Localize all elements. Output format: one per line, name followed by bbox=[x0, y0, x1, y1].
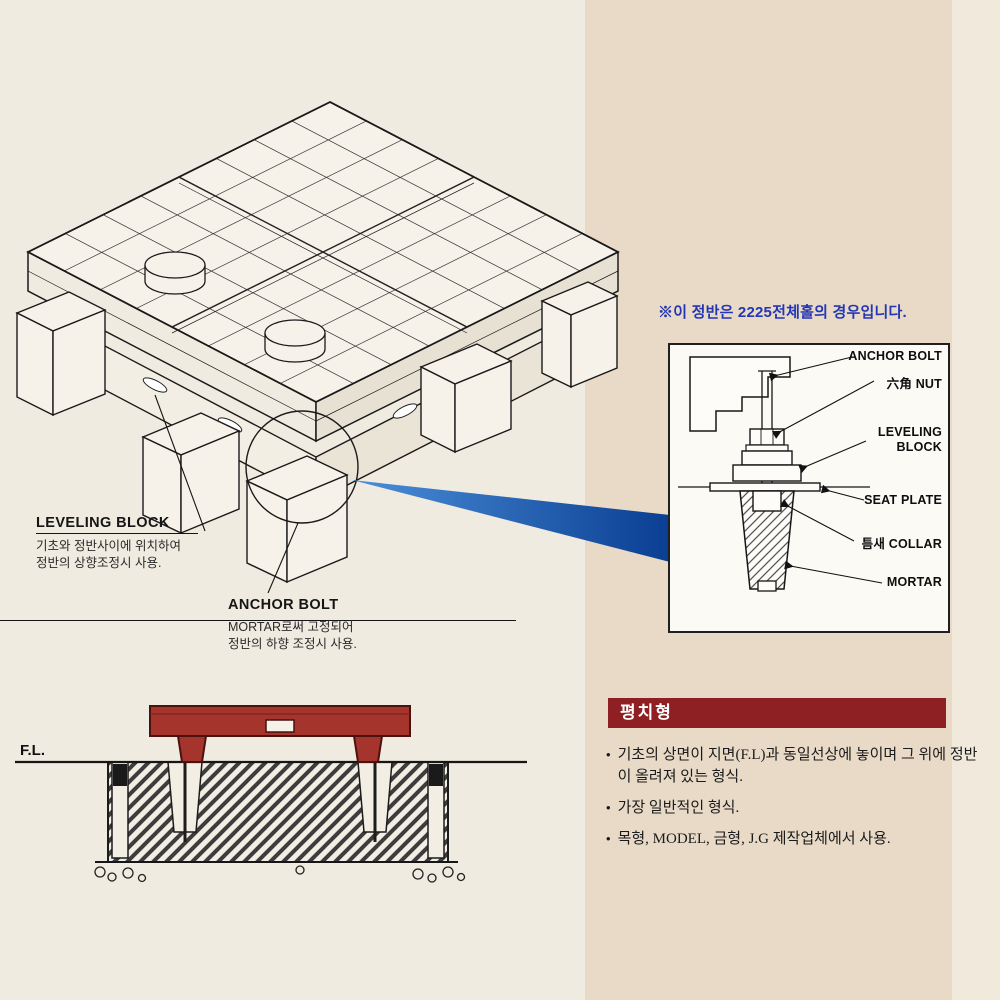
info-panel-header: 평치형 bbox=[608, 698, 946, 728]
leveling-block-desc-line2: 정반의 상향조정시 사용. bbox=[36, 556, 162, 570]
cross-section-drawing bbox=[678, 356, 883, 592]
grid-top-plate bbox=[26, 101, 620, 443]
leveling-block-callout: LEVELING BLOCK 기초와 정반사이에 위치하여 정반의 상향조정시 … bbox=[36, 514, 198, 572]
bullet-item: • 가장 일반적인 형식. bbox=[606, 797, 978, 819]
model-note: ※이 정반은 2225전체홀의 경우입니다. bbox=[658, 304, 907, 321]
detail-label-mortar: MORTAR bbox=[886, 575, 942, 589]
bullet-text: 가장 일반적인 형식. bbox=[617, 800, 740, 816]
leveling-block-desc-line1: 기초와 정반사이에 위치하여 bbox=[36, 539, 181, 553]
anchor-bolt-leader-line bbox=[267, 522, 299, 594]
page-edge-strip bbox=[952, 0, 1000, 1000]
round-boss bbox=[264, 319, 326, 363]
bullet-text: 기초의 상면이 지면(F.L)과 동일선상에 놓이며 그 위에 정반이 올려져 … bbox=[617, 747, 978, 785]
detail-label-collar: 틈새 COLLAR bbox=[861, 537, 942, 551]
anchor-bolt-desc-line2: 정반의 하향 조정시 사용. bbox=[228, 637, 357, 651]
horizontal-rule bbox=[0, 620, 516, 621]
detail-label-seat-plate: SEAT PLATE bbox=[864, 493, 942, 507]
bullet-item: • 목형, MODEL, 금형, J.G 제작업체에서 사용. bbox=[606, 828, 978, 850]
anchor-bolt-callout: ANCHOR BOLT MORTAR로써 고정되어 정반의 하향 조정시 사용. bbox=[228, 596, 366, 653]
bullet-item: • 기초의 상면이 지면(F.L)과 동일선상에 놓이며 그 위에 정반이 올려… bbox=[606, 744, 978, 788]
bullet-dot: • bbox=[606, 747, 611, 762]
front-elevation-drawing bbox=[15, 705, 527, 883]
leveling-block-title: LEVELING BLOCK bbox=[36, 515, 198, 534]
round-boss bbox=[144, 251, 206, 295]
bullet-dot: • bbox=[606, 800, 611, 815]
detail-label-anchor-bolt: ANCHOR BOLT bbox=[848, 349, 942, 363]
detail-label-nut: 六角 NUT bbox=[886, 377, 942, 391]
rubble-stones bbox=[94, 865, 466, 883]
bullet-text: 목형, MODEL, 금형, J.G 제작업체에서 사용. bbox=[617, 831, 891, 847]
anchor-bolt-title: ANCHOR BOLT bbox=[228, 597, 339, 613]
isometric-surface-plate-drawing bbox=[15, 101, 620, 594]
detail-cross-section-box: ANCHOR BOLT 六角 NUT LEVELING BLOCK SEAT P… bbox=[668, 343, 950, 633]
anchor-bolt-desc-line1: MORTAR로써 고정되어 bbox=[228, 620, 354, 634]
foundation-blocks bbox=[15, 281, 619, 584]
blue-callout-wedge bbox=[352, 480, 670, 562]
fl-label: F.L. bbox=[20, 742, 45, 759]
bullet-dot: • bbox=[606, 831, 611, 846]
info-panel-bullets: • 기초의 상면이 지면(F.L)과 동일선상에 놓이며 그 위에 정반이 올려… bbox=[606, 744, 978, 859]
detail-highlight-circle bbox=[245, 410, 359, 524]
red-surface-plate bbox=[149, 705, 411, 763]
leveling-block-leader-line bbox=[154, 394, 206, 532]
detail-label-leveling-block: LEVELING BLOCK bbox=[877, 425, 942, 454]
detail-leader-lines bbox=[768, 356, 883, 584]
